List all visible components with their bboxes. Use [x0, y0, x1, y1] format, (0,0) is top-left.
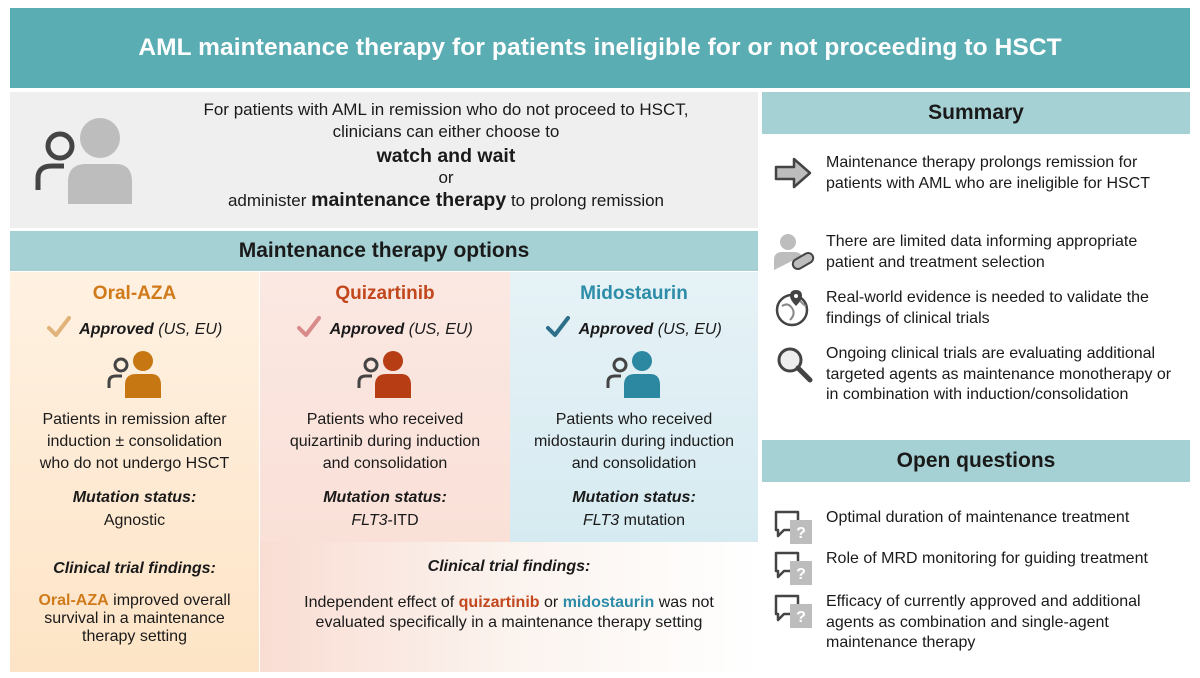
clinical-findings-text: Oral-AZA improved overall survival in a …: [10, 592, 259, 646]
summary-title: Summary: [928, 101, 1024, 124]
approved-region: (US, EU): [657, 321, 722, 338]
approval-status: Approved (US, EU): [10, 316, 259, 339]
finding-drug-midostaurin: midostaurin: [562, 594, 655, 611]
eligibility-text: Patients who received midostaurin during…: [533, 411, 735, 472]
checkmark-icon: [297, 316, 322, 337]
mutation-status-label: Mutation status:: [323, 489, 447, 506]
arrow-right-icon: [774, 157, 812, 189]
drug-name-quizartinib: Quizartinib: [335, 283, 435, 304]
summary-text: Ongoing clinical trials are evaluating a…: [826, 345, 1172, 403]
mutation-status-value: FLT3-ITD: [260, 512, 510, 530]
summary-text: There are limited data informing appropr…: [826, 233, 1138, 271]
eligibility-text: Patients who received quizartinib during…: [289, 411, 481, 472]
open-question-text: Optimal duration of maintenance treatmen…: [826, 509, 1130, 526]
mutation-status-value: Agnostic: [103, 512, 166, 529]
checkmark-icon: [46, 316, 71, 337]
patient-icon: [107, 351, 161, 398]
maintenance-therapy-emphasis: maintenance therapy: [311, 189, 507, 211]
shared-findings-panel: Clinical trial findings: Independent eff…: [260, 542, 758, 672]
open-questions-header: Open questions: [762, 440, 1190, 482]
shared-findings-line-1: Independent effect of quizartinib or mid…: [260, 593, 758, 613]
svg-text:?: ?: [796, 609, 806, 626]
finding-text: improved overall survival in a maintenan…: [44, 592, 231, 645]
intro-line-2: clinicians can either choose to: [332, 122, 560, 141]
checkmark-icon: [546, 316, 571, 337]
drug-name-midostaurin: Midostaurin: [580, 283, 688, 304]
patient-pill-icon: [774, 234, 815, 270]
summary-text: Maintenance therapy prolongs remission f…: [826, 154, 1150, 192]
mutation-status-label: Mutation status:: [72, 489, 197, 506]
mutation-gene: FLT3: [583, 512, 620, 529]
intro-administer: administer: [227, 191, 307, 210]
intro-prolong: to prolong remission: [510, 191, 665, 210]
question-bubble-icon: ?: [774, 551, 812, 585]
approved-region: (US, EU): [158, 321, 223, 338]
intro-line-5: administer maintenance therapy to prolon…: [134, 189, 758, 212]
approval-status: Approved (US, EU): [260, 316, 510, 339]
watch-and-wait: watch and wait: [376, 145, 516, 167]
intro-or: or: [438, 168, 454, 187]
finding-post: was not: [658, 594, 714, 611]
intro-line-1: For patients with AML in remission who d…: [203, 100, 689, 119]
mutation-status-label: Mutation status:: [572, 489, 696, 506]
drug-name-oral-aza: Oral-AZA: [92, 283, 177, 304]
mutation-type: -ITD: [387, 512, 419, 529]
finding-drug-name: Oral-AZA: [38, 592, 109, 609]
question-bubble-icon: ?: [774, 594, 812, 628]
finding-drug-quizartinib: quizartinib: [458, 594, 540, 611]
clinical-findings-label: Clinical trial findings:: [53, 560, 216, 577]
finding-or: or: [544, 594, 559, 611]
shared-findings-line-2: evaluated specifically in a maintenance …: [315, 614, 703, 631]
summary-text: Real-world evidence is needed to validat…: [826, 289, 1149, 327]
svg-text:?: ?: [796, 525, 806, 542]
approved-label: Approved: [329, 321, 405, 338]
mutation-status-value: FLT3 mutation: [510, 512, 758, 530]
open-question-text: Efficacy of currently approved and addit…: [826, 593, 1141, 651]
mutation-type: mutation: [623, 512, 685, 529]
patient-icon: [606, 351, 660, 398]
patients-icon: [35, 118, 132, 204]
approved-label: Approved: [79, 321, 154, 338]
summary-header: Summary: [762, 92, 1190, 134]
approved-region: (US, EU): [408, 321, 473, 338]
question-bubble-icon: ?: [774, 510, 812, 544]
approval-status: Approved (US, EU): [510, 316, 758, 339]
clinical-findings-label: Clinical trial findings:: [427, 558, 591, 575]
page-title: AML maintenance therapy for patients ine…: [138, 34, 1062, 61]
title-banner: AML maintenance therapy for patients ine…: [10, 8, 1190, 88]
eligibility-text: Patients in remission after induction ± …: [39, 411, 230, 472]
options-header: Maintenance therapy options: [10, 231, 758, 271]
open-question-text: Role of MRD monitoring for guiding treat…: [826, 550, 1148, 567]
patient-icon: [357, 351, 411, 398]
open-questions-title: Open questions: [896, 449, 1056, 472]
finding-pre: Independent effect of: [304, 594, 455, 611]
midostaurin-column: Midostaurin Approved (US, EU) Patients w…: [510, 272, 758, 542]
approved-label: Approved: [578, 321, 654, 338]
svg-text:?: ?: [796, 566, 806, 583]
options-title: Maintenance therapy options: [238, 239, 530, 262]
globe-pin-icon: [775, 290, 809, 327]
magnifier-icon: [777, 347, 813, 383]
shared-findings-text: Independent effect of quizartinib or mid…: [260, 593, 758, 633]
intro-text: For patients with AML in remission who d…: [134, 99, 758, 212]
mutation-gene: FLT3: [351, 512, 388, 529]
oral-aza-column: Oral-AZA Approved (US, EU) Patients in r…: [10, 272, 259, 672]
intro-panel: For patients with AML in remission who d…: [10, 92, 758, 228]
